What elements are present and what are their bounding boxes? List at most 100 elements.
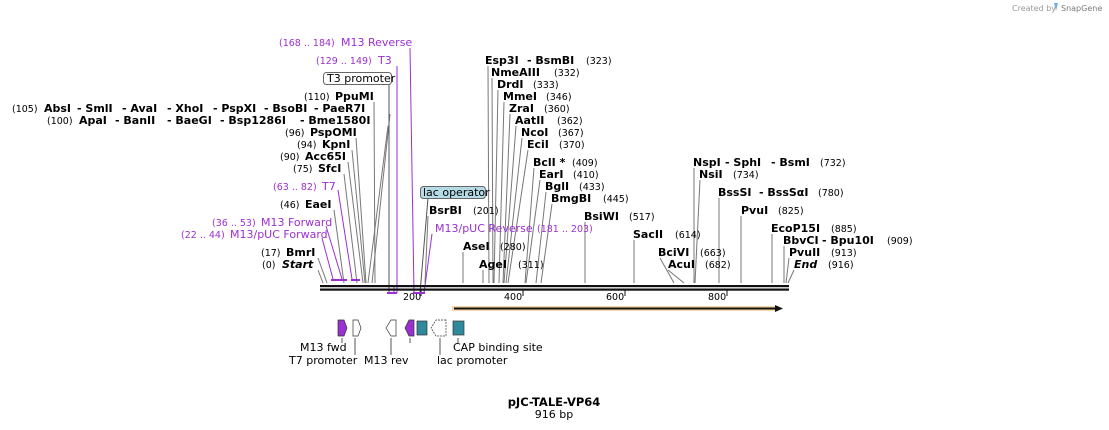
site-eari[interactable]: EarI (410) (539, 168, 599, 181)
svg-text:BglI: BglI (545, 180, 569, 193)
lac-promoter-label: lac promoter (437, 354, 508, 367)
svg-text:(332): (332) (554, 68, 580, 79)
site-aatii[interactable]: AatII (362) (515, 114, 583, 127)
site-apai[interactable]: (100) ApaI - BanII - BaeGI - Bsp1286I - … (47, 114, 370, 127)
t7-promoter-glyph[interactable] (352, 319, 362, 337)
site-sacii[interactable]: SacII (614) (633, 228, 701, 241)
site-nmeaiii[interactable]: NmeAIII (332) (491, 66, 580, 79)
lac-promoter-glyph[interactable] (430, 319, 447, 337)
site-bbvci[interactable]: BbvCI - Bpu10I (909) (783, 234, 913, 247)
m13-reverse-bar[interactable] (413, 292, 425, 294)
svg-text:EcoP15I: EcoP15I (771, 222, 820, 235)
watermark-text: Created by (1012, 4, 1056, 13)
site-drdi[interactable]: DrdI (333) (497, 78, 559, 91)
svg-text:(94): (94) (297, 140, 317, 151)
primer-m13-puc-reverse[interactable]: M13/pUC Reverse (181 .. 203) (435, 222, 593, 235)
site-ncoi[interactable]: NcoI (367) (521, 126, 584, 139)
svg-text:(311): (311) (518, 260, 544, 271)
lac-operator-glyph[interactable] (416, 320, 428, 336)
svg-text:Start: Start (282, 258, 314, 271)
m13-rev-glyph[interactable] (404, 319, 415, 337)
feature-label-leaders (341, 338, 459, 355)
svg-text:(333): (333) (533, 80, 559, 91)
tick-800: 800 (708, 292, 726, 303)
svg-text:(362): (362) (557, 116, 583, 127)
m13-puc-forward-bar[interactable] (331, 279, 347, 281)
site-pvuii[interactable]: PvuII (913) (789, 246, 857, 259)
svg-text:(36 .. 53): (36 .. 53) (212, 218, 256, 229)
svg-text:(614): (614) (675, 230, 701, 241)
right-site-leaders (424, 65, 795, 284)
svg-text:(323): (323) (586, 56, 612, 67)
site-bsssi[interactable]: BssSI - BssSαI (780) (718, 186, 844, 199)
primer-t7[interactable]: (63 .. 82) T7 (273, 180, 336, 193)
svg-text:EarI: EarI (539, 168, 563, 181)
site-start[interactable]: (0) Start (262, 258, 314, 271)
svg-text:NcoI: NcoI (521, 126, 548, 139)
lac-operator-box[interactable]: lac operator (420, 186, 491, 199)
svg-text:(732): (732) (820, 158, 846, 169)
site-bcli[interactable]: BclI * (409) (533, 156, 598, 169)
svg-text:BciVI: BciVI (658, 246, 689, 259)
primer-m13-puc-forward[interactable]: (22 .. 44) M13/pUC Forward (181, 228, 328, 241)
site-agei[interactable]: AgeI (311) (479, 258, 544, 271)
site-bmgbi[interactable]: BmgBI (445) (551, 192, 629, 205)
site-zrai[interactable]: ZraI (360) (509, 102, 570, 115)
m13-fwd-glyph[interactable] (337, 319, 348, 337)
svg-text:(168 .. 184): (168 .. 184) (279, 38, 335, 49)
site-acc65i[interactable]: (90) Acc65I (280, 150, 346, 163)
svg-text:- BsmBI: - BsmBI (527, 54, 574, 67)
site-nsii[interactable]: NsiI (734) (699, 168, 759, 181)
svg-text:(433): (433) (579, 182, 605, 193)
t3-promoter-box[interactable]: T3 promoter (323, 72, 396, 85)
svg-text:- BsoBI: - BsoBI (264, 102, 307, 115)
cap-site-glyph[interactable] (452, 320, 465, 336)
svg-text:(682): (682) (705, 260, 731, 271)
site-bgli[interactable]: BglI (433) (545, 180, 605, 193)
svg-text:- Bsp1286I: - Bsp1286I (220, 114, 286, 127)
primer-m13-forward[interactable]: (36 .. 53) M13 Forward (212, 216, 332, 229)
orf-arrowhead-icon (775, 305, 783, 312)
site-nspi[interactable]: NspI - SphI - BsmI (732) (693, 156, 846, 169)
site-pvui[interactable]: PvuI (825) (741, 204, 804, 217)
site-ppumi[interactable]: (110) PpuMI (304, 90, 374, 103)
t7-primer-bar[interactable] (351, 279, 360, 281)
site-bcivi[interactable]: BciVI (663) (658, 246, 726, 259)
site-ecop15i[interactable]: EcoP15I (885) (771, 222, 857, 235)
svg-text:Acc65I: Acc65I (305, 150, 346, 163)
site-bmri[interactable]: (17) BmrI (261, 246, 315, 259)
svg-text:(663): (663) (700, 248, 726, 259)
site-ecii[interactable]: EciI (370) (527, 138, 585, 151)
t3-promoter-glyph[interactable] (385, 319, 397, 337)
svg-text:(0): (0) (262, 260, 275, 271)
svg-text:(110): (110) (304, 92, 330, 103)
svg-text:M13/pUC Forward: M13/pUC Forward (230, 228, 328, 241)
svg-text:(410): (410) (573, 170, 599, 181)
site-absi[interactable]: (105) AbsI - SmlI - AvaI - XhoI - PspXI … (12, 102, 365, 115)
svg-text:- PaeR7I: - PaeR7I (314, 102, 365, 115)
site-eaei[interactable]: (46) EaeI (280, 198, 332, 211)
svg-text:- SphI: - SphI (725, 156, 761, 169)
svg-text:BsrBI: BsrBI (429, 204, 462, 217)
primer-t3[interactable]: (129 .. 149) T3 (316, 54, 392, 67)
primer-m13-reverse[interactable]: (168 .. 184) M13 Reverse (279, 36, 412, 49)
svg-text:KpnI: KpnI (322, 138, 350, 151)
site-bsiwi[interactable]: BsiWI (517) (584, 210, 655, 223)
plasmid-name: pJC-TALE-VP64 (508, 395, 601, 409)
tick-600: 600 (606, 292, 624, 303)
site-pspomi[interactable]: (96) PspOMI (285, 126, 357, 139)
svg-text:(181 .. 203): (181 .. 203) (537, 224, 593, 235)
site-mmei[interactable]: MmeI (346) (503, 90, 572, 103)
site-acui[interactable]: AcuI (682) (668, 258, 731, 271)
site-end[interactable]: End (916) (794, 258, 854, 271)
site-sfci[interactable]: (75) SfcI (293, 162, 341, 175)
svg-text:- BanII: - BanII (115, 114, 155, 127)
site-kpni[interactable]: (94) KpnI (297, 138, 350, 151)
svg-text:T3 promoter: T3 promoter (326, 72, 396, 85)
site-bsrbi[interactable]: BsrBI (201) (429, 204, 499, 217)
svg-text:ZraI: ZraI (509, 102, 534, 115)
t3-primer-bar[interactable] (387, 292, 397, 294)
site-asei[interactable]: AseI (280) (463, 240, 526, 253)
site-esp3i[interactable]: Esp3I - BsmBI (323) (485, 54, 612, 67)
svg-text:(909): (909) (887, 236, 913, 247)
